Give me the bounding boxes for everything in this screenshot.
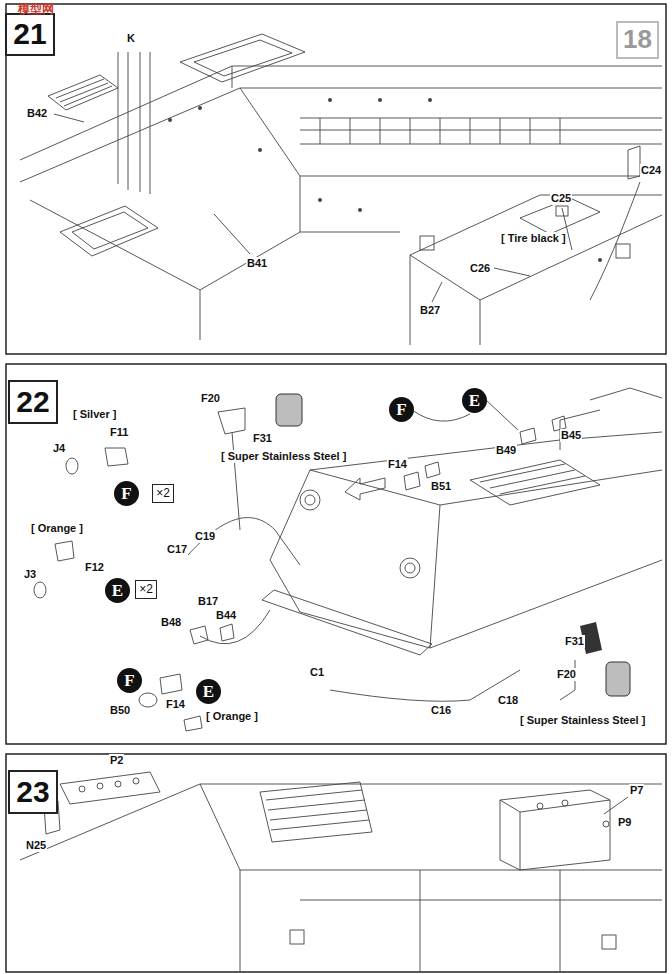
paint-note: [ Silver ]	[72, 408, 117, 421]
part-number: J4	[52, 442, 66, 455]
paint-swatch	[276, 394, 302, 426]
sprue-callout-text: F	[396, 401, 406, 418]
part-number: B44	[215, 609, 237, 622]
sprue-callout: E	[196, 679, 221, 704]
part-number: C25	[550, 192, 572, 205]
sprue-callout-text: E	[203, 683, 214, 700]
step-panel	[6, 754, 666, 972]
sprue-callout-text: E	[469, 392, 480, 409]
watermark: 模型网	[17, 3, 55, 17]
part-number: B49	[495, 444, 517, 457]
step-number: 21	[5, 13, 55, 56]
sprue-callout: F	[114, 481, 139, 506]
part-number: F20	[200, 392, 221, 405]
part-number: F31	[564, 635, 585, 648]
sprue-callout: F	[117, 668, 142, 693]
sprue-callout: E	[462, 388, 487, 413]
quantity-box: ×2	[135, 580, 157, 599]
part-number: B27	[419, 304, 441, 317]
hull-drawing	[20, 772, 662, 972]
quantity-box: ×2	[152, 484, 174, 503]
sprue-callout-text: E	[112, 582, 123, 599]
step-number-text: 23	[16, 775, 49, 810]
part-number: C18	[497, 694, 519, 707]
part-number: F14	[387, 458, 408, 471]
part-number: B17	[197, 595, 219, 608]
hull-drawing	[34, 388, 662, 731]
part-number: F11	[109, 426, 129, 439]
part-number: F20	[556, 668, 577, 681]
part-number: F31	[252, 432, 273, 445]
paint-note: [ Orange ]	[30, 522, 84, 535]
part-number: J3	[23, 568, 37, 581]
part-number: P2	[109, 754, 124, 767]
part-number: C16	[430, 704, 452, 717]
part-number: B51	[430, 480, 452, 493]
sprue-callout: E	[105, 578, 130, 603]
sprue-callout-text: F	[121, 485, 131, 502]
sprue-callout: F	[389, 397, 414, 422]
sprue-callout-text: F	[124, 672, 134, 689]
part-number: P9	[617, 816, 632, 829]
part-number: P7	[629, 784, 644, 797]
quantity-box-text: ×2	[156, 486, 170, 500]
part-number: B42	[26, 107, 48, 120]
part-number: F14	[165, 698, 186, 711]
part-number: C1	[309, 666, 325, 679]
part-number: B45	[560, 429, 582, 442]
paint-note: [ Tire black ]	[500, 232, 567, 245]
hull-drawing	[20, 34, 662, 345]
part-number: K	[126, 32, 136, 45]
paint-note: [ Orange ]	[205, 710, 259, 723]
part-number: C19	[194, 530, 216, 543]
part-number: B50	[109, 704, 131, 717]
part-number: F12	[84, 561, 105, 574]
paint-note: [ Super Stainless Steel ]	[519, 714, 646, 727]
part-number: C24	[640, 164, 662, 177]
part-number: N25	[25, 839, 47, 852]
step-panel	[6, 364, 666, 744]
step-number: 22	[8, 380, 58, 424]
step-number-text: 22	[16, 385, 49, 420]
faded-step-number: 18	[616, 21, 659, 59]
faded-step-number-text: 18	[623, 25, 652, 55]
step-number: 23	[8, 770, 58, 814]
step-number-text: 21	[13, 17, 46, 52]
step-panel	[6, 4, 666, 354]
paint-note: [ Super Stainless Steel ]	[220, 450, 347, 463]
part-number: C17	[166, 543, 188, 556]
part-number: B48	[160, 616, 182, 629]
part-number: B41	[246, 257, 268, 270]
rivet-dots	[168, 98, 602, 262]
paint-swatch	[606, 662, 630, 696]
quantity-box-text: ×2	[139, 582, 153, 596]
part-number: C26	[469, 262, 491, 275]
